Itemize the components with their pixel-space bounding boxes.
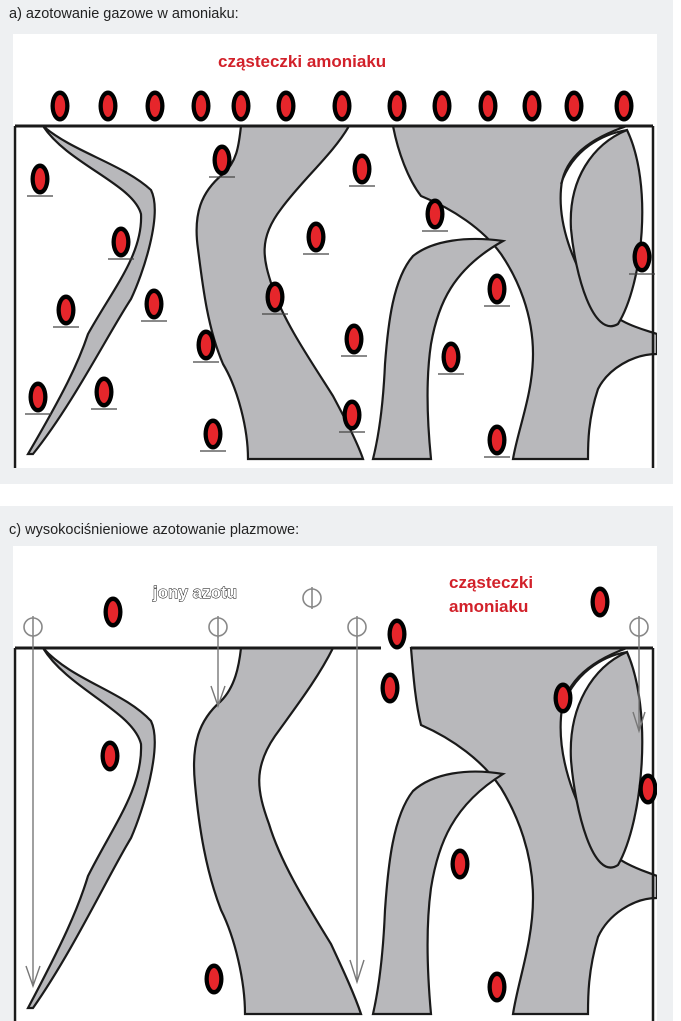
ammonia-molecule — [615, 91, 634, 122]
ammonia-molecule — [205, 964, 224, 995]
adsorbed-molecule — [108, 227, 134, 260]
ammonia-label-line1: cząsteczki — [449, 573, 533, 592]
panel-gas-nitriding: a) azotowanie gazowe w amoniaku: cząstec… — [0, 0, 673, 484]
ammonia-molecule — [333, 91, 352, 122]
gas-molecules — [51, 91, 634, 122]
adsorbed-molecule — [25, 382, 51, 415]
ammonia-molecule — [388, 91, 407, 122]
ammonia-molecule — [479, 91, 498, 122]
ammonia-molecule — [277, 91, 296, 122]
panel-plasma-nitriding: c) wysokociśnieniowe azotowanie plazmowe… — [0, 506, 673, 1021]
nitrogen-ions-label: jony azotu — [152, 583, 237, 602]
ammonia-molecule — [523, 91, 542, 122]
ammonia-molecule-surface — [388, 619, 407, 650]
grain — [28, 648, 155, 1008]
panel-a-diagram: cząsteczki amoniaku — [13, 34, 657, 468]
panel-a-caption: a) azotowanie gazowe w amoniaku: — [9, 6, 239, 22]
adsorbed-molecule — [349, 154, 375, 187]
grain — [373, 239, 503, 459]
ammonia-molecule — [591, 587, 610, 618]
ammonia-molecule — [99, 91, 118, 122]
adsorbed-molecule — [438, 342, 464, 375]
ammonia-molecule — [51, 91, 70, 122]
nitrogen-ion — [209, 616, 227, 638]
panel-c-caption: c) wysokociśnieniowe azotowanie plazmowe… — [9, 522, 299, 538]
ammonia-molecule — [192, 91, 211, 122]
adsorbed-molecule — [91, 377, 117, 410]
adsorbed-molecule — [141, 289, 167, 322]
adsorbed-molecule — [341, 324, 367, 357]
ammonia-molecule — [565, 91, 584, 122]
grain — [373, 772, 503, 1014]
ammonia-molecule — [451, 849, 470, 880]
nitrogen-ion — [348, 616, 366, 638]
gas-nitriding-diagram: cząsteczki amoniaku — [13, 34, 657, 468]
nitrogen-ion — [630, 616, 648, 638]
adsorbed-molecule — [200, 419, 226, 452]
panel-c-diagram: jony azotu cząsteczki amoniaku — [13, 546, 657, 1021]
ammonia-molecule — [381, 673, 400, 704]
adsorbed-molecule — [484, 274, 510, 307]
ammonia-molecule — [433, 91, 452, 122]
ammonia-molecule — [146, 91, 165, 122]
adsorbed-molecule — [303, 222, 329, 255]
ammonia-molecule — [104, 597, 123, 628]
plasma-nitriding-diagram: jony azotu cząsteczki amoniaku — [13, 546, 657, 1021]
ammonia-molecule — [101, 741, 120, 772]
ammonia-molecules-label: cząsteczki amoniaku — [218, 52, 386, 71]
ammonia-molecule — [232, 91, 251, 122]
adsorbed-molecule — [53, 295, 79, 328]
ammonia-molecule — [639, 774, 658, 805]
adsorbed-molecule — [27, 164, 53, 197]
nitrogen-ion — [303, 587, 321, 609]
ammonia-molecule — [554, 683, 573, 714]
ammonia-molecule — [488, 972, 507, 1003]
nitrogen-ion — [24, 616, 42, 638]
adsorbed-molecule — [484, 425, 510, 458]
ammonia-label-line2: amoniaku — [449, 597, 528, 616]
